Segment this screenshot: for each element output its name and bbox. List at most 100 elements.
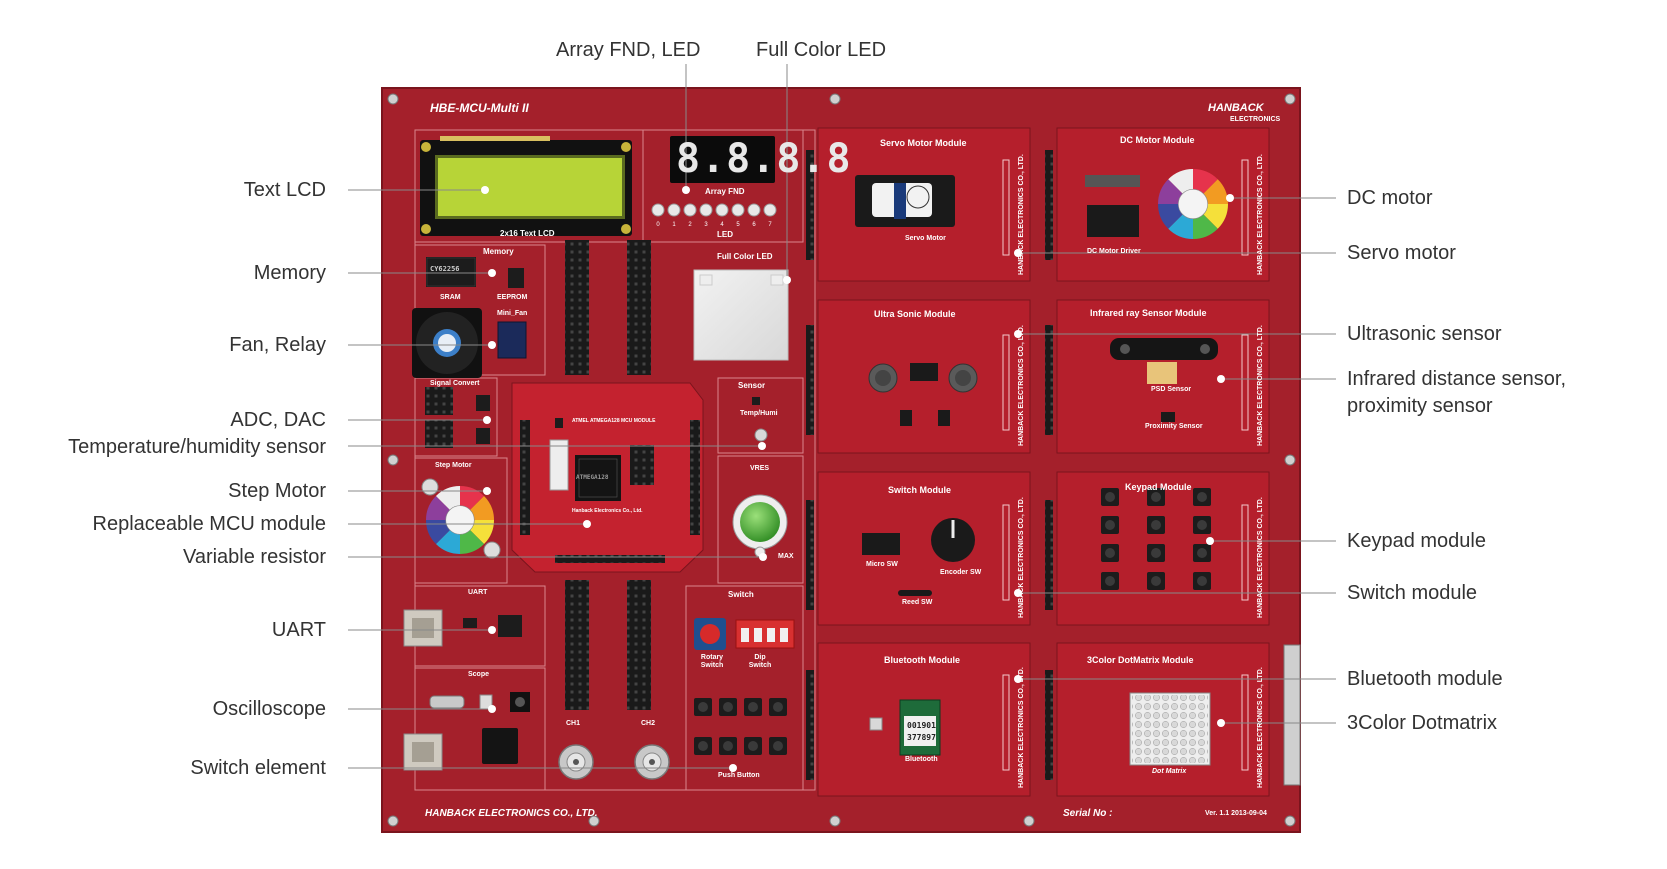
dc-vertical-company: HANBACK ELECTRONICS CO., LTD. bbox=[1257, 154, 1264, 275]
eeprom-silk: EEPROM bbox=[497, 294, 528, 301]
led-1 bbox=[667, 203, 681, 217]
callout-adc-dac: ADC, DAC bbox=[230, 409, 326, 431]
keypad-vertical-company: HANBACK ELECTRONICS CO., LTD. bbox=[1257, 497, 1264, 618]
push-button-cap bbox=[773, 702, 783, 712]
keypad-key-cap bbox=[1197, 520, 1207, 530]
led-number-3: 3 bbox=[704, 222, 708, 228]
module-servo bbox=[817, 127, 1031, 282]
bnc-connectors bbox=[558, 744, 670, 780]
switch-module-title: Switch Module bbox=[888, 485, 951, 495]
callout-fan-relay: Fan, Relay bbox=[229, 334, 326, 356]
push-button-cap bbox=[723, 702, 733, 712]
led-number-0: 0 bbox=[656, 222, 660, 228]
push-button-silk: Push Button bbox=[718, 772, 760, 779]
serial-label: Serial No : bbox=[1063, 808, 1113, 819]
full-color-led bbox=[693, 269, 789, 361]
led-0 bbox=[651, 203, 665, 217]
memory bbox=[426, 257, 524, 288]
module-side-headers bbox=[806, 150, 1301, 786]
array-fnd bbox=[670, 136, 775, 183]
temp-humi-sensor bbox=[752, 397, 768, 442]
scope bbox=[429, 692, 530, 712]
push-button-cap bbox=[748, 741, 758, 751]
dotmatrix-vertical-company: HANBACK ELECTRONICS CO., LTD. bbox=[1257, 667, 1264, 788]
mini-fan-silk: Mini_Fan bbox=[497, 310, 528, 317]
ultrasonic-module-title: Ultra Sonic Module bbox=[874, 309, 956, 319]
keypad-key-cap bbox=[1151, 520, 1161, 530]
keypad-keys bbox=[1101, 488, 1211, 590]
sensor-silk: Sensor bbox=[738, 381, 766, 390]
ch2-silk: CH2 bbox=[641, 720, 656, 727]
led-number-2: 2 bbox=[688, 222, 692, 228]
callout-ultrasonic-sensor: Ultrasonic sensor bbox=[1347, 323, 1502, 345]
infrared-vertical-company: HANBACK ELECTRONICS CO., LTD. bbox=[1257, 325, 1264, 446]
switch-area bbox=[694, 618, 795, 650]
fnd-display: 8.8.8.8 bbox=[676, 136, 852, 182]
mcu-company-silk: Hanback Electronics Co., Ltd. bbox=[572, 508, 643, 514]
fan-relay bbox=[412, 308, 527, 378]
keypad-module-title: Keypad Module bbox=[1125, 482, 1192, 492]
module-switch bbox=[817, 471, 1031, 626]
mcu-module-silk: ATMEL ATMEGA128 MCU MODULE bbox=[572, 418, 656, 424]
mcu-module bbox=[511, 382, 704, 573]
reed-sw-silk: Reed SW bbox=[902, 599, 933, 606]
led-7 bbox=[763, 203, 777, 217]
keypad-key-cap bbox=[1105, 548, 1115, 558]
push-button-cap bbox=[773, 741, 783, 751]
psd-sensor-silk: PSD Sensor bbox=[1151, 386, 1192, 393]
memory-silk: Memory bbox=[483, 247, 514, 256]
callout-uart: UART bbox=[271, 619, 326, 641]
dc-motor-wheel bbox=[1158, 169, 1228, 239]
bt-id-line1: 001901 bbox=[907, 721, 936, 730]
dotmatrix-module-title: 3Color DotMatrix Module bbox=[1087, 655, 1194, 665]
switch-element-port bbox=[403, 728, 518, 771]
callout-infrared-line2: proximity sensor bbox=[1347, 395, 1493, 417]
callout-full-color-led: Full Color LED bbox=[756, 39, 887, 61]
led-number-5: 5 bbox=[736, 222, 740, 228]
led-3 bbox=[699, 203, 713, 217]
led-5 bbox=[731, 203, 745, 217]
dc-motor-driver-silk: DC Motor Driver bbox=[1087, 248, 1141, 255]
proximity-sensor-silk: Proximity Sensor bbox=[1145, 423, 1203, 430]
dot-matrix-silk: Dot Matrix bbox=[1152, 768, 1187, 775]
uart-silk: UART bbox=[468, 589, 488, 596]
encoder-sw-silk: Encoder SW bbox=[940, 569, 982, 576]
fnd-silk: Array FND bbox=[705, 187, 745, 196]
keypad-key-cap bbox=[1197, 576, 1207, 586]
callout-text-lcd: Text LCD bbox=[243, 179, 326, 201]
callout-replaceable-mcu: Replaceable MCU module bbox=[92, 513, 326, 535]
mounting-screws bbox=[387, 93, 1296, 827]
servo-module-title: Servo Motor Module bbox=[880, 138, 967, 148]
callout-oscilloscope: Oscilloscope bbox=[212, 698, 326, 720]
push-button-cap bbox=[748, 702, 758, 712]
led-2 bbox=[683, 203, 697, 217]
module-infrared bbox=[1056, 299, 1270, 454]
vres-silk: VRES bbox=[750, 465, 770, 472]
led-6 bbox=[747, 203, 761, 217]
hanback-logo-sub: ELECTRONICS bbox=[1230, 116, 1281, 123]
callout-3color-dotmatrix: 3Color Dotmatrix bbox=[1347, 712, 1498, 734]
scope-silk: Scope bbox=[468, 671, 490, 678]
dip-switch-silk: Dip Switch bbox=[748, 654, 772, 670]
signal-convert bbox=[425, 387, 490, 448]
keypad-key-cap bbox=[1197, 492, 1207, 502]
sram-silk: SRAM bbox=[440, 294, 461, 301]
ch1-silk: CH1 bbox=[566, 720, 581, 727]
led-silk: LED bbox=[717, 230, 733, 239]
module-ultrasonic bbox=[817, 299, 1031, 454]
callout-switch-element: Switch element bbox=[190, 757, 326, 779]
keypad-key-cap bbox=[1197, 548, 1207, 558]
step-motor-wheel bbox=[426, 486, 494, 554]
callout-servo-motor: Servo motor bbox=[1347, 242, 1456, 264]
dc-module-title: DC Motor Module bbox=[1120, 135, 1195, 145]
keypad-key-cap bbox=[1105, 520, 1115, 530]
lcd-silk: 2x16 Text LCD bbox=[500, 229, 555, 238]
bt-id-line2: 377897 bbox=[907, 733, 936, 742]
signal-convert-silk: Signal Convert bbox=[430, 380, 480, 387]
micro-sw-silk: Micro SW bbox=[866, 561, 898, 568]
module-bluetooth bbox=[817, 642, 1031, 797]
rotary-switch-silk: Rotary Switch bbox=[700, 654, 724, 670]
infrared-module-title: Infrared ray Sensor Module bbox=[1090, 308, 1207, 318]
push-button-cap bbox=[698, 702, 708, 712]
